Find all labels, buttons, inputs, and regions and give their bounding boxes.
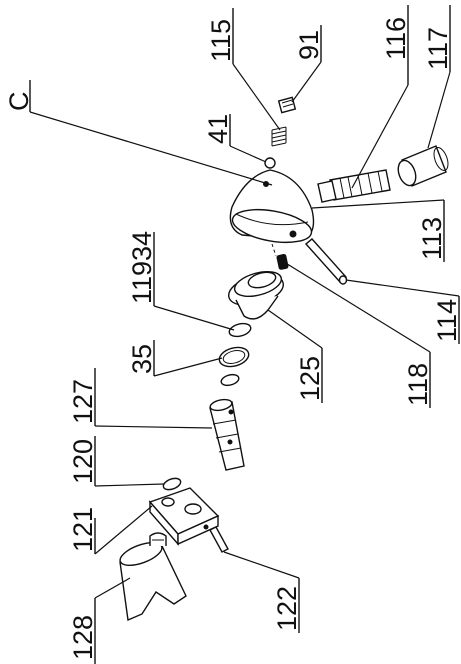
callout-11934: 11934	[127, 231, 157, 304]
part-41-ball	[264, 157, 276, 169]
part-115-spring	[271, 126, 287, 147]
callout-91: 91	[294, 30, 324, 60]
leader-lines	[29, 5, 460, 664]
callout-122: 122	[272, 586, 302, 631]
part-91-setscrew	[277, 96, 297, 114]
callout-c: C	[4, 92, 34, 112]
part-35-washer	[218, 346, 250, 368]
callout-127: 127	[68, 379, 98, 424]
callout-113: 113	[417, 217, 447, 260]
part-120-oring	[162, 477, 182, 491]
callout-120: 120	[68, 439, 98, 484]
callout-125: 125	[295, 356, 325, 401]
part-116-fitting	[317, 169, 391, 203]
callout-128: 128	[68, 615, 98, 660]
part-117-cap	[397, 145, 449, 187]
part-122-pin	[209, 526, 229, 553]
callout-118: 118	[403, 363, 433, 406]
part-114-pin	[304, 238, 348, 285]
part-small-ring	[220, 373, 240, 387]
callout-41: 41	[203, 114, 233, 144]
part-127-shaft	[209, 398, 245, 471]
part-128-cup	[119, 532, 187, 622]
part-121-block	[148, 487, 220, 546]
part-118-screw	[276, 253, 289, 270]
callout-117: 117	[423, 27, 453, 70]
callout-116: 116	[381, 17, 411, 60]
callout-35: 35	[127, 344, 157, 374]
callout-115: 115	[206, 19, 236, 62]
callout-121: 121	[68, 507, 98, 552]
part-113-housing	[229, 169, 315, 244]
callout-114: 114	[432, 299, 461, 342]
part-125-flange	[228, 270, 284, 320]
part-11934-oring	[228, 322, 252, 338]
